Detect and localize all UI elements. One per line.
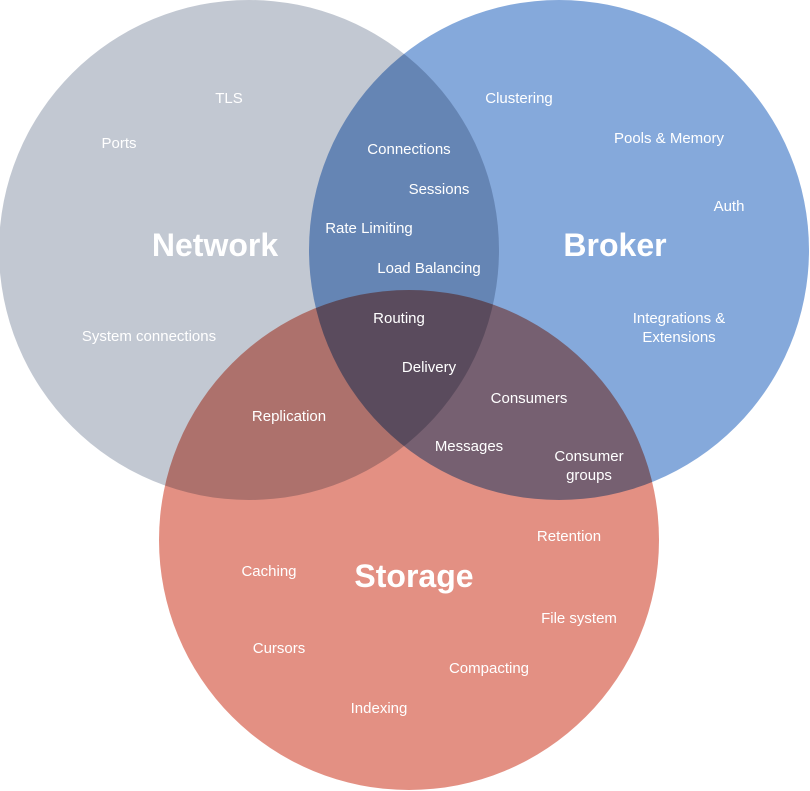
item-compacting: Compacting <box>449 660 529 677</box>
broker-title: Broker <box>563 227 666 263</box>
item-clustering: Clustering <box>485 90 553 107</box>
item-rate-limiting: Rate Limiting <box>325 220 413 237</box>
item-messages: Messages <box>435 438 503 455</box>
item-file-system: File system <box>541 610 617 627</box>
item-integrations-line2: Extensions <box>642 329 715 346</box>
network-title: Network <box>152 227 278 263</box>
item-consumer-groups-line2: groups <box>566 467 612 484</box>
item-routing: Routing <box>373 310 425 327</box>
item-consumer-groups-line1: Consumer <box>554 448 623 465</box>
item-sessions: Sessions <box>409 181 470 198</box>
item-tls: TLS <box>215 90 243 107</box>
item-cursors: Cursors <box>253 640 306 657</box>
item-integrations-line1: Integrations & <box>633 310 726 327</box>
item-replication: Replication <box>252 408 326 425</box>
item-connections: Connections <box>367 141 450 158</box>
storage-title: Storage <box>354 558 473 594</box>
item-load-balancing: Load Balancing <box>377 260 480 277</box>
item-indexing: Indexing <box>351 700 408 717</box>
item-consumers: Consumers <box>491 390 568 407</box>
item-pools-memory: Pools & Memory <box>614 130 725 147</box>
item-auth: Auth <box>714 198 745 215</box>
item-caching: Caching <box>241 563 296 580</box>
item-system-connections: System connections <box>82 328 216 345</box>
item-ports: Ports <box>101 135 136 152</box>
item-retention: Retention <box>537 528 601 545</box>
item-delivery: Delivery <box>402 359 457 376</box>
storage-circle <box>159 290 659 790</box>
